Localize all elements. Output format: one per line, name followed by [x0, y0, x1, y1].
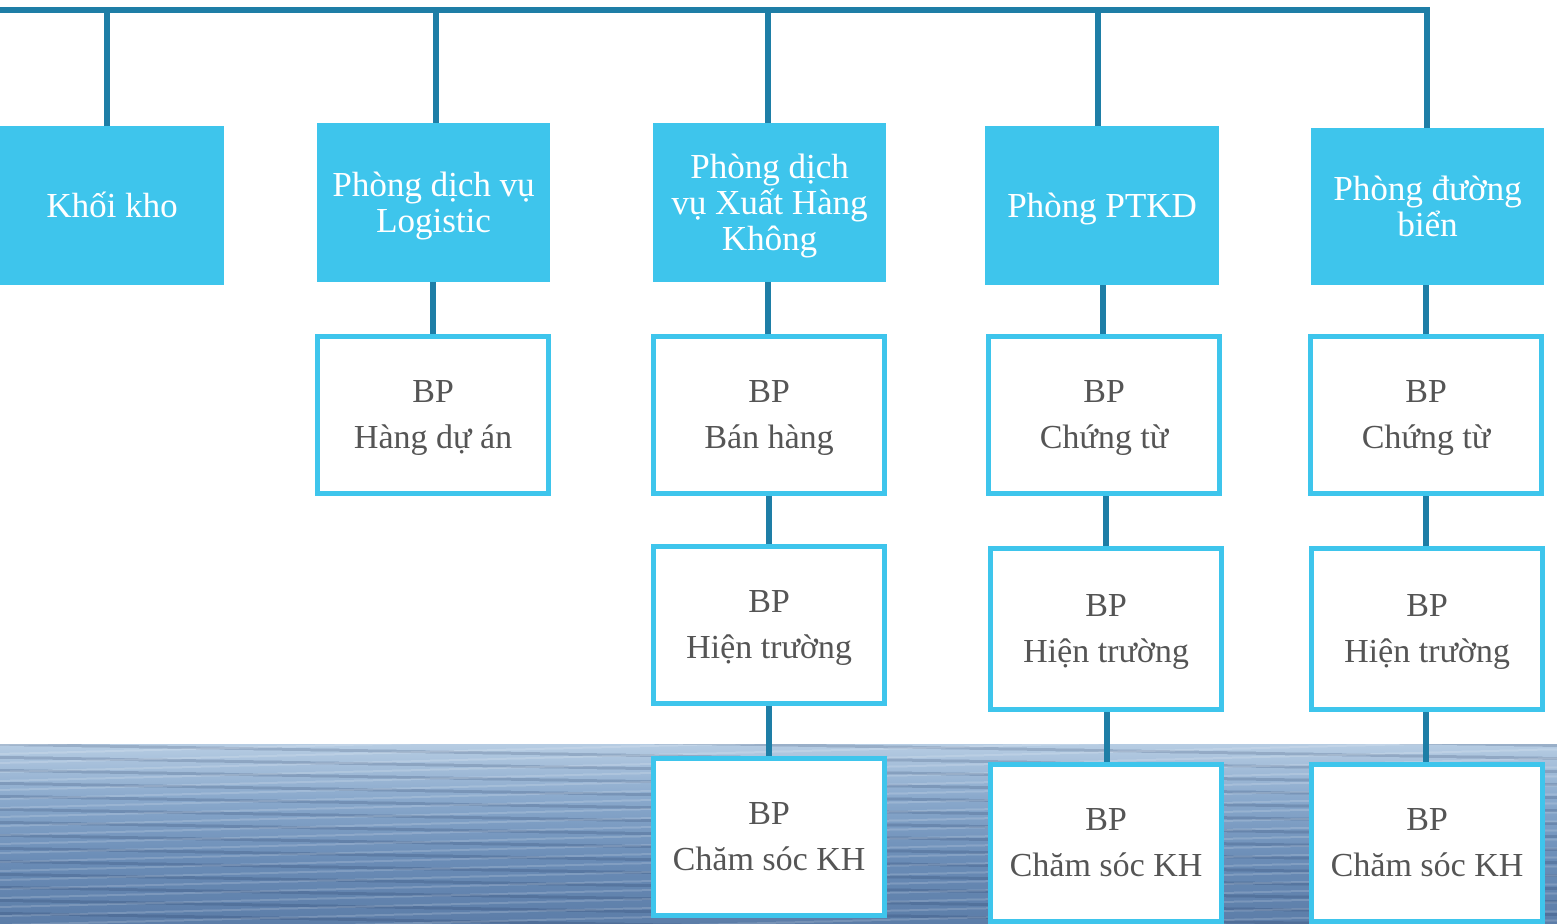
link-line-xhk-3 — [766, 705, 772, 759]
unit-name: Chăm sóc KH — [1009, 847, 1203, 884]
unit-name: Hiện trường — [1023, 633, 1189, 670]
unit-code: BP — [1085, 801, 1127, 838]
unit-code: BP — [1405, 373, 1447, 410]
dept-phong-duong-bien: Phòng đường biển — [1311, 128, 1544, 285]
unit-name: Hiện trường — [1344, 633, 1510, 670]
unit-name: Chăm sóc KH — [1330, 847, 1524, 884]
unit-name: Hàng dự án — [353, 419, 513, 456]
unit-box-cham-soc-kh-ptkd: BP Chăm sóc KH — [988, 762, 1224, 924]
unit-name: Chứng từ — [1039, 419, 1169, 456]
link-line-db-2 — [1423, 494, 1429, 549]
unit-box-cham-soc-kh-db: BP Chăm sóc KH — [1309, 762, 1545, 924]
top-connector-line — [0, 7, 1430, 13]
link-line-xhk-1 — [765, 282, 771, 336]
unit-code: BP — [748, 373, 790, 410]
unit-code: BP — [748, 795, 790, 832]
link-line-ptkd-1 — [1100, 282, 1106, 336]
link-line-db-1 — [1423, 285, 1429, 336]
unit-code: BP — [1085, 587, 1127, 624]
drop-line-logistic — [433, 7, 439, 123]
unit-box-hien-truong-db: BP Hiện trường — [1309, 546, 1545, 712]
drop-line-khoi-kho — [104, 7, 110, 128]
link-line-ptkd-3 — [1104, 710, 1110, 765]
link-line-db-3 — [1423, 710, 1429, 766]
unit-box-cham-soc-kh-xhk: BP Chăm sóc KH — [651, 756, 887, 918]
unit-code: BP — [748, 583, 790, 620]
unit-box-ban-hang: BP Bán hàng — [651, 334, 887, 496]
unit-name: Chăm sóc KH — [672, 841, 866, 878]
unit-code: BP — [412, 373, 454, 410]
unit-code: BP — [1083, 373, 1125, 410]
unit-box-hang-du-an: BP Hàng dự án — [315, 334, 551, 496]
unit-box-chung-tu-ptkd: BP Chứng từ — [986, 334, 1222, 496]
unit-box-hien-truong-ptkd: BP Hiện trường — [988, 546, 1224, 712]
dept-phong-dich-vu-xuat-hang-khong: Phòng dịch vụ Xuất Hàng Không — [653, 123, 886, 282]
unit-name: Chứng từ — [1361, 419, 1491, 456]
unit-name: Bán hàng — [704, 419, 834, 456]
drop-line-duong-bien — [1424, 7, 1430, 128]
unit-box-chung-tu-db: BP Chứng từ — [1308, 334, 1544, 496]
dept-phong-ptkd: Phòng PTKD — [985, 126, 1219, 285]
link-line-xhk-2 — [766, 494, 772, 547]
dept-khoi-kho: Khối kho — [0, 126, 224, 285]
link-line-ptkd-2 — [1103, 494, 1109, 549]
link-line-logistic-1 — [430, 282, 436, 336]
unit-name: Hiện trường — [686, 629, 852, 666]
drop-line-xuat-hang-khong — [765, 7, 771, 123]
unit-code: BP — [1406, 801, 1448, 838]
unit-code: BP — [1406, 587, 1448, 624]
dept-phong-dich-vu-logistic: Phòng dịch vụ Logistic — [317, 123, 550, 282]
unit-box-hien-truong-xhk: BP Hiện trường — [651, 544, 887, 706]
drop-line-ptkd — [1095, 7, 1101, 128]
